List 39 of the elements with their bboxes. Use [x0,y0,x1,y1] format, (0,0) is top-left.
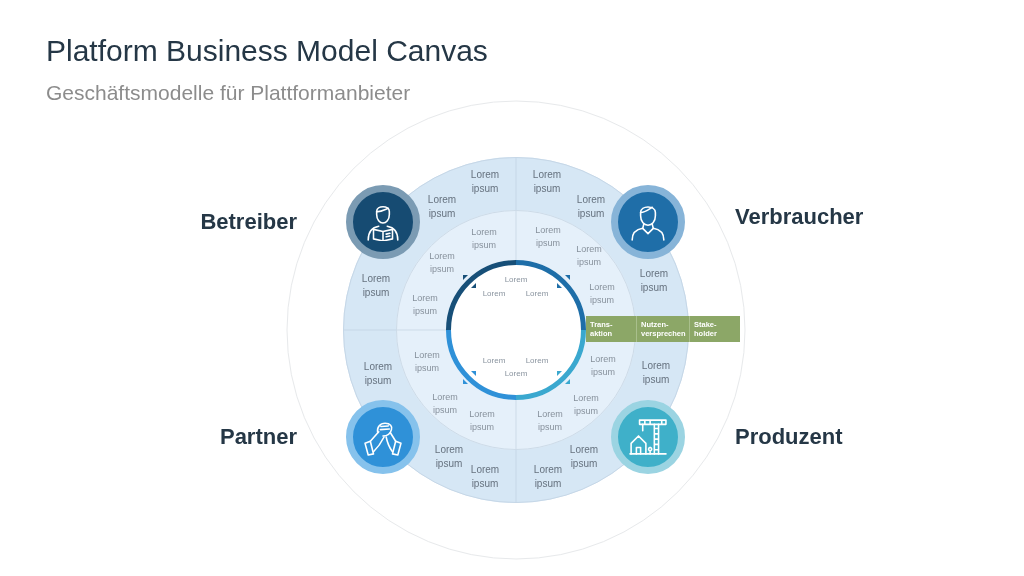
placeholder-text: Lorem ipsum [535,223,561,249]
placeholder-text: Lorem ipsum [641,359,671,387]
role-label: Verbraucher [735,202,864,231]
placeholder-text: Lorem ipsum [414,348,440,374]
placeholder-text: Lorem ipsum [569,443,599,471]
placeholder-text: Lorem [482,356,506,366]
placeholder-text: Lorem ipsum [589,280,615,306]
placeholder-text: Lorem ipsum [432,390,458,416]
placeholder-text: Lorem ipsum [470,463,500,491]
subtitle: Geschäftsmodelle für Plattformanbieter [46,80,411,106]
placeholder-text: Lorem ipsum [532,168,562,196]
placeholder-text: Lorem ipsum [471,225,497,251]
placeholder-text: Lorem ipsum [429,249,455,275]
placeholder-text: Lorem [504,275,528,285]
band-segment [636,316,689,342]
band-segment [689,316,740,342]
placeholder-text: Lorem ipsum [363,360,393,388]
placeholder-text: Lorem ipsum [533,463,563,491]
placeholder-text: Lorem ipsum [469,407,495,433]
placeholder-text: Lorem ipsum [573,391,599,417]
placeholder-text: Lorem ipsum [361,272,391,300]
placeholder-text: Lorem ipsum [470,168,500,196]
placeholder-text: Lorem ipsum [639,267,669,295]
placeholder-text: Lorem ipsum [434,443,464,471]
placeholder-text: Lorem [482,289,506,299]
placeholder-text: Lorem [525,289,549,299]
role-label: Betreiber [200,207,297,236]
placeholder-text: Lorem ipsum [590,352,616,378]
placeholder-text: Lorem ipsum [412,291,438,317]
placeholder-text: Lorem ipsum [576,242,602,268]
title: Platform Business Model Canvas [46,33,488,69]
role-label: Partner [219,422,297,451]
placeholder-text: Lorem [504,369,528,379]
band-segment [586,316,636,342]
placeholder-text: Lorem ipsum [576,193,606,221]
placeholder-text: Lorem ipsum [427,193,457,221]
placeholder-text: Lorem ipsum [537,407,563,433]
role-label: Produzent [735,422,843,451]
placeholder-text: Lorem [525,356,549,366]
